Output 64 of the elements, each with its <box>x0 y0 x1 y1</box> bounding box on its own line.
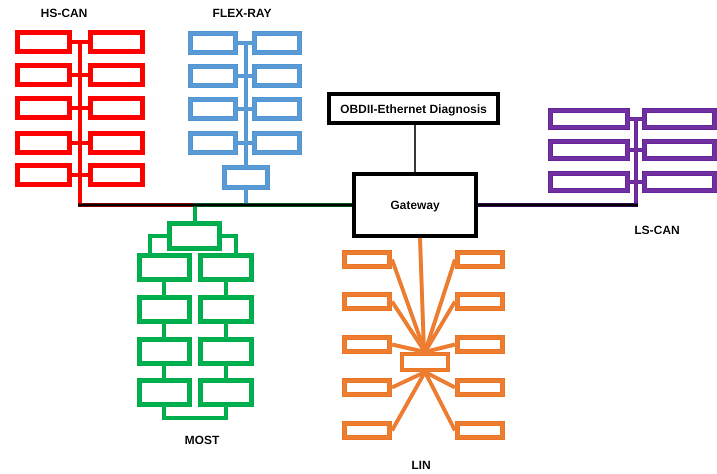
bus-label: FLEX-RAY <box>212 6 272 20</box>
ecu-box <box>342 335 392 354</box>
ecu-box <box>188 64 238 88</box>
bus-line <box>224 366 228 378</box>
ecu-box <box>342 378 392 397</box>
ecu-box <box>88 131 145 155</box>
ecu-box <box>137 378 192 407</box>
ecu-box <box>15 96 72 120</box>
bus-line <box>224 282 228 295</box>
ecu-box <box>188 131 238 155</box>
ecu-box <box>455 250 505 269</box>
ecu-box <box>137 295 192 324</box>
diagnosis-box: OBDII-Ethernet Diagnosis <box>327 92 500 125</box>
ecu-box <box>15 131 72 155</box>
ecu-box <box>198 337 254 366</box>
ecu-box <box>188 97 238 121</box>
ecu-box <box>198 295 254 324</box>
bus-label: MOST <box>184 433 220 447</box>
ecu-box <box>642 139 717 161</box>
ecu-box <box>455 292 505 311</box>
ecu-box <box>15 163 72 187</box>
bus-line <box>222 234 238 253</box>
ecu-box <box>88 163 145 187</box>
bus-line <box>424 342 456 354</box>
ecu-box <box>342 292 392 311</box>
bus-line <box>162 407 228 420</box>
bus-line <box>414 125 416 172</box>
ecu-box <box>252 31 302 55</box>
ecu-box <box>455 421 505 440</box>
gateway-box: Gateway <box>352 172 478 238</box>
ecu-box <box>198 253 254 282</box>
bus-line <box>162 324 166 337</box>
ecu-box <box>167 221 222 251</box>
ecu-box <box>88 96 145 120</box>
bus-label: HS-CAN <box>40 6 88 20</box>
ecu-box <box>252 97 302 121</box>
ecu-box <box>400 352 450 372</box>
bus-label: LS-CAN <box>634 223 680 237</box>
ecu-box <box>252 64 302 88</box>
ecu-box <box>548 108 630 130</box>
ecu-box <box>642 108 717 130</box>
bus-label: LIN <box>411 458 431 472</box>
ecu-box <box>455 335 505 354</box>
ecu-box <box>88 63 145 87</box>
bus-line <box>162 366 166 378</box>
ecu-box <box>342 421 392 440</box>
ecu-box <box>88 30 145 54</box>
ecu-box <box>15 30 72 54</box>
ecu-box <box>188 31 238 55</box>
ecu-box <box>222 165 270 190</box>
ecu-box <box>342 250 392 269</box>
ecu-box <box>198 378 254 407</box>
ecu-box <box>548 171 630 193</box>
bus-line <box>224 324 228 337</box>
bus-line <box>193 203 352 221</box>
bus-line <box>162 282 166 295</box>
ecu-box <box>642 171 717 193</box>
ecu-box <box>15 63 72 87</box>
ecu-box <box>455 378 505 397</box>
ecu-box <box>252 131 302 155</box>
ecu-box <box>137 253 192 282</box>
bus-line <box>148 234 167 253</box>
ecu-box <box>137 337 192 366</box>
ecu-box <box>548 139 630 161</box>
